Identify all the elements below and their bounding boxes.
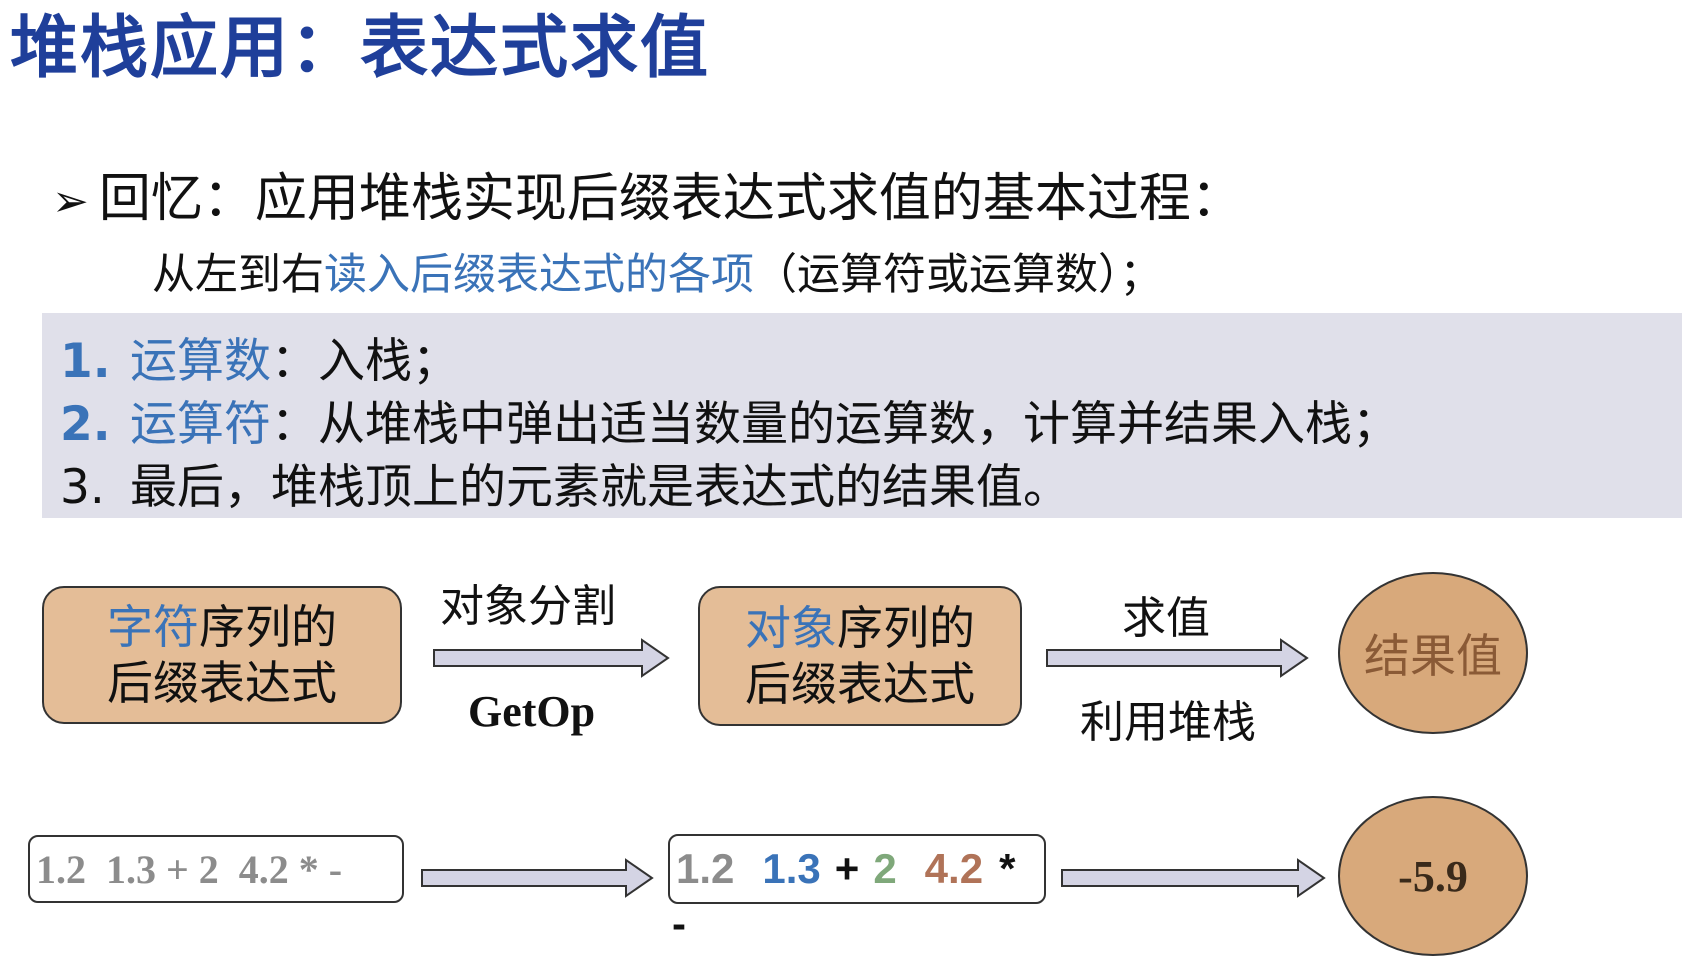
example-result: -5.9 <box>1398 851 1468 901</box>
example-result-circle: -5.9 <box>1338 796 1528 956</box>
sub-suffix: （运算符或运算数）； <box>754 250 1163 300</box>
box2-line1: 序列的 <box>837 600 975 655</box>
token: + <box>834 845 860 892</box>
box1-highlight: 字符 <box>107 599 199 654</box>
arrow2-top-label: 求值 <box>1122 593 1210 644</box>
step-keyword: 运算符 <box>130 397 271 452</box>
arrow4-icon <box>1061 858 1326 898</box>
sub-prefix: 从左到右 <box>152 250 324 300</box>
token-overflow: - <box>672 900 686 947</box>
page-title: 堆栈应用：表达式求值 <box>10 9 711 88</box>
arrow1-icon <box>433 638 670 678</box>
sub-highlight: 读入后缀表达式的各项 <box>324 250 754 300</box>
input-expression: 1.2 1.3 + 2 4.2 * - <box>36 846 343 892</box>
arrow2-bottom-label: 利用堆栈 <box>1080 697 1256 748</box>
box2-line2: 后缀表达式 <box>745 657 975 711</box>
token: 4.2 <box>924 845 984 892</box>
step-2: 2. 运算符：从堆栈中弹出适当数量的运算数，计算并结果入栈； <box>60 385 1399 454</box>
result-circle: 结果值 <box>1338 572 1528 734</box>
step-number: 2. <box>60 397 111 452</box>
char-sequence-box: 字符序列的 后缀表达式 <box>42 586 402 724</box>
recall-subline: 从左到右读入后缀表达式的各项（运算符或运算数）； <box>152 240 1163 302</box>
box2-highlight: 对象 <box>745 600 837 655</box>
recall-text: 回忆：应用堆栈实现后缀表达式求值的基本过程： <box>98 169 1243 229</box>
bullet-arrow-icon: ➢ <box>52 176 89 227</box>
step-1: 1. 运算数：入栈； <box>60 322 459 391</box>
input-expression-box: 1.2 1.3 + 2 4.2 * - <box>28 835 404 903</box>
token-sequence-box: 1.2 1.3 + 2 4.2 * <box>668 834 1046 904</box>
step-number: 3. <box>60 460 105 515</box>
object-sequence-box: 对象序列的 后缀表达式 <box>698 586 1022 726</box>
step-keyword: 运算数 <box>130 334 271 389</box>
step-text: 最后，堆栈顶上的元素就是表达式的结果值。 <box>130 460 1070 515</box>
arrow3-icon <box>421 858 654 898</box>
token: 1.3 <box>762 845 821 892</box>
arrow1-top-label: 对象分割 <box>440 581 616 632</box>
step-number: 1. <box>60 334 111 389</box>
box1-line1: 序列的 <box>199 599 337 654</box>
steps-panel <box>42 313 1682 518</box>
recall-line: ➢回忆：应用堆栈实现后缀表达式求值的基本过程： <box>52 169 1243 230</box>
token: * <box>999 845 1016 892</box>
box1-line2: 后缀表达式 <box>107 656 337 710</box>
step-text: ：入栈； <box>271 334 459 389</box>
step-text: ：从堆栈中弹出适当数量的运算数，计算并结果入栈； <box>271 397 1399 452</box>
token: 1.2 <box>676 845 735 892</box>
token: 2 <box>873 845 897 892</box>
step-3: 3. 最后，堆栈顶上的元素就是表达式的结果值。 <box>60 448 1070 517</box>
arrow1-bottom-label: GetOp <box>468 687 596 736</box>
result-label: 结果值 <box>1364 629 1502 683</box>
arrow2-icon <box>1046 638 1309 678</box>
